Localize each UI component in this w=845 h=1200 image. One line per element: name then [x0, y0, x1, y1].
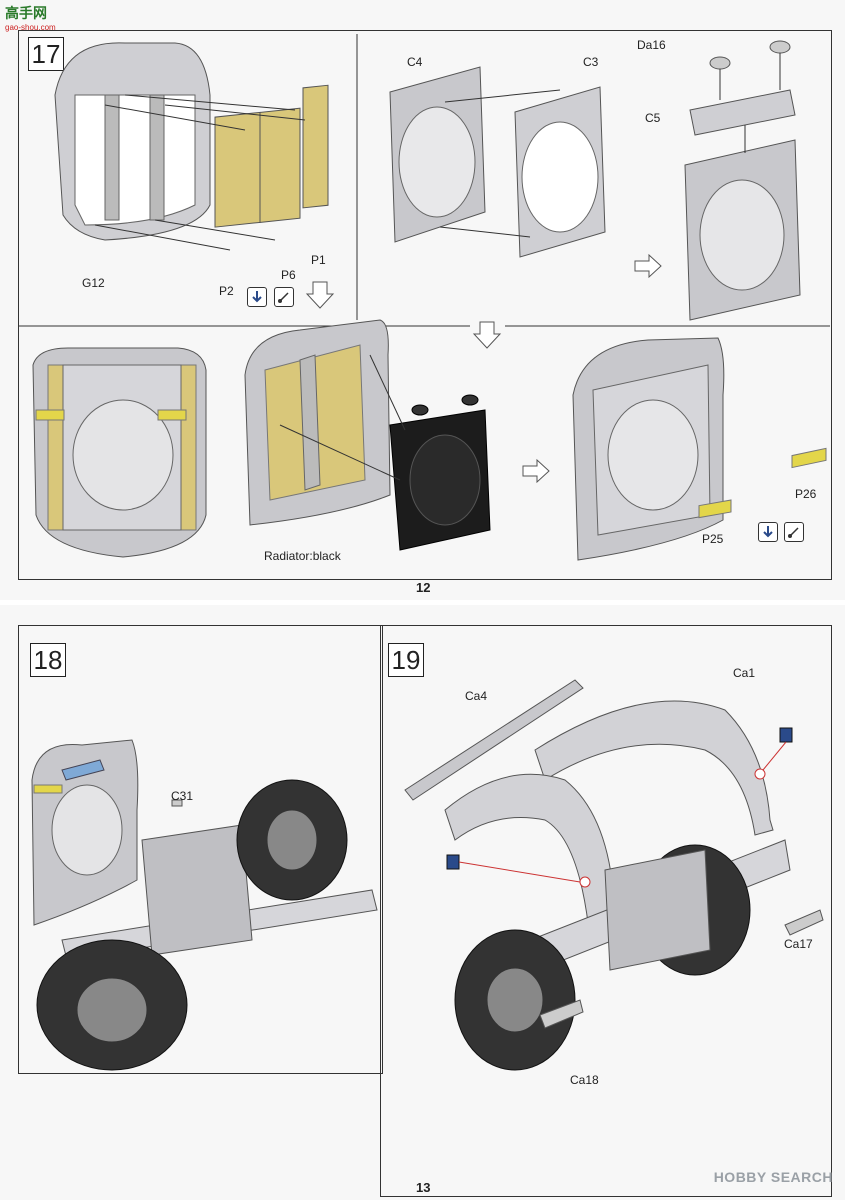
grille-and-radiator-drawing — [244, 319, 491, 551]
label-da16: Da16 — [637, 38, 666, 52]
step-17-frame — [18, 30, 832, 580]
tape-p25 — [698, 499, 732, 519]
glue-icon — [274, 287, 294, 307]
fender-install-drawing — [404, 679, 824, 1071]
label-p26: P26 — [795, 487, 817, 501]
step-17-dividers — [18, 34, 830, 327]
label-c4: C4 — [407, 55, 423, 69]
right-arrow-icon — [522, 458, 550, 484]
glue-icon — [784, 522, 804, 542]
label-ca17: Ca17 — [784, 937, 813, 951]
step-18-frame — [18, 625, 383, 1074]
label-c3: C3 — [583, 55, 599, 69]
hobby-search-watermark: HOBBY SEARCH — [713, 1169, 833, 1185]
label-ca18: Ca18 — [570, 1073, 599, 1087]
step-number-17: 17 — [28, 37, 64, 71]
label-p6: P6 — [281, 268, 296, 282]
label-p1: P1 — [311, 253, 326, 267]
label-p2: P2 — [219, 284, 234, 298]
grille-assembled-drawing — [572, 337, 725, 561]
tape-p26 — [791, 447, 827, 469]
bend-down-icon — [247, 287, 267, 307]
chassis-grille-install-drawing — [31, 739, 378, 1071]
radiator-with-cap-drawing — [684, 40, 801, 321]
instruction-page-12: 高手网 gao-shou.com 17 G12 P2 P6 P1 — [5, 5, 832, 595]
label-c5: C5 — [645, 111, 661, 125]
page-number: 13 — [416, 1180, 431, 1195]
down-arrow-icon — [472, 321, 502, 349]
page-number: 12 — [416, 580, 431, 595]
radiator-frame-drawing — [389, 66, 606, 258]
label-g12: G12 — [82, 276, 105, 290]
label-p25: P25 — [702, 532, 724, 546]
label-ca4: Ca4 — [465, 689, 488, 703]
label-c31: C31 — [171, 789, 194, 803]
bend-down-icon — [758, 522, 778, 542]
down-arrow-icon — [305, 281, 335, 309]
site-logo: 高手网 gao-shou.com — [5, 5, 56, 32]
right-arrow-icon — [634, 253, 662, 279]
step-number-19: 19 — [388, 643, 424, 677]
label-radiator-black: Radiator:black — [264, 549, 341, 563]
grille-rear-view-drawing — [32, 347, 207, 558]
step-19-frame — [380, 625, 832, 1197]
step-number-18: 18 — [30, 643, 66, 677]
label-ca1: Ca1 — [733, 666, 756, 680]
grille-shell-assembly-drawing — [54, 42, 329, 251]
instruction-page-13: 18 19 C31 Ca4 Ca1 Ca17 Ca18 HO — [0, 605, 845, 1200]
